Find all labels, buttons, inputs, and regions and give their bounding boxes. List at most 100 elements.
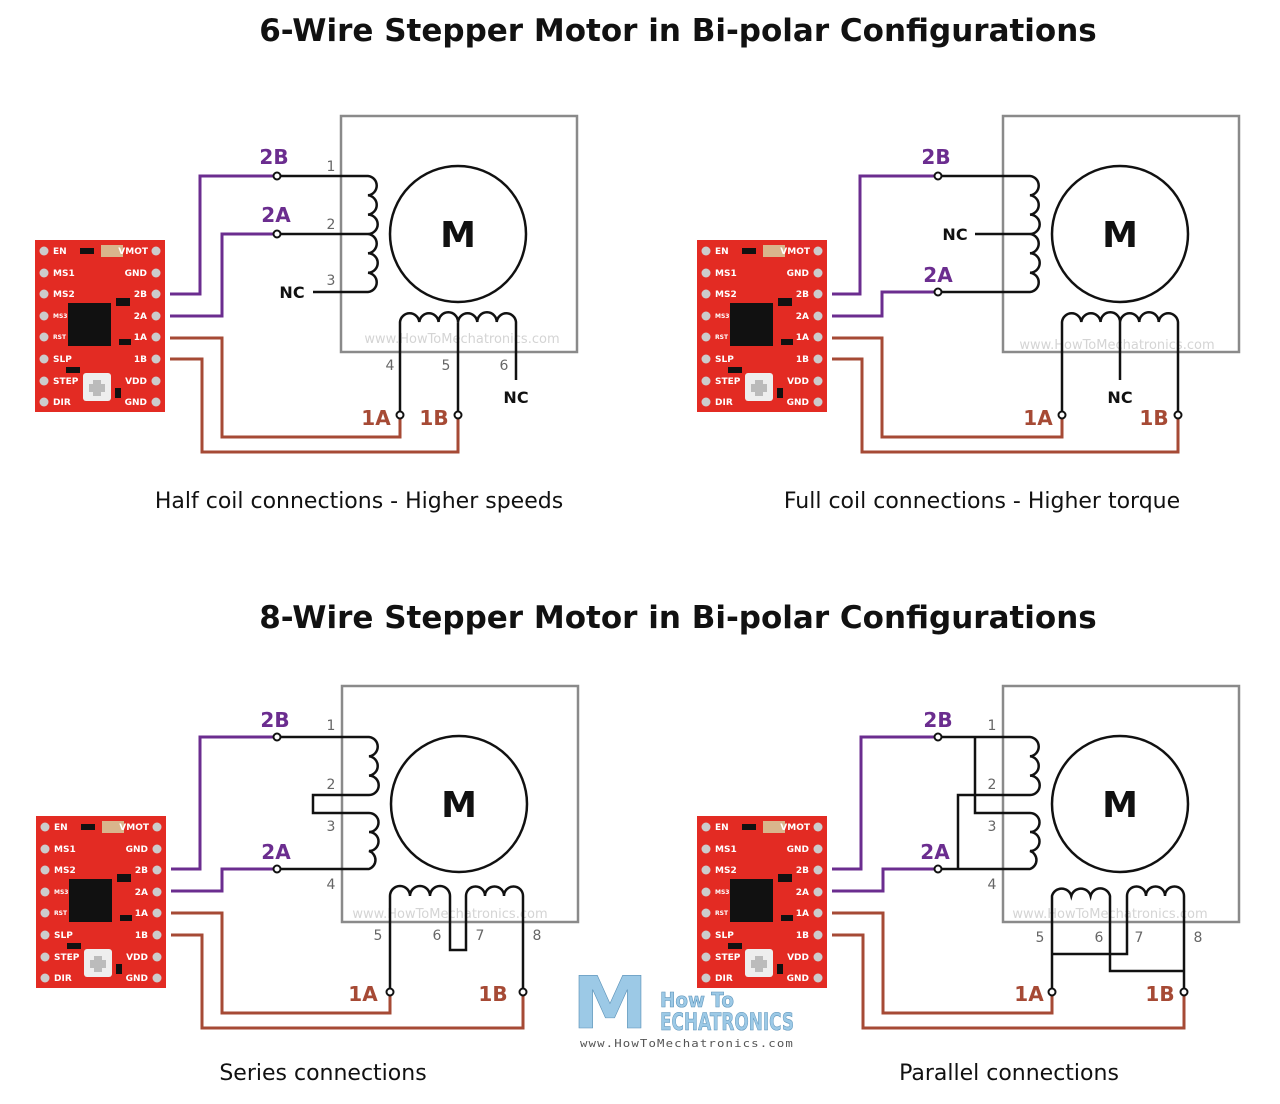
label-1b: 1B	[478, 982, 507, 1006]
resistor	[81, 824, 95, 830]
terminal-2b	[933, 732, 943, 742]
pin-label: 1A	[796, 909, 809, 919]
pin-label: 1A	[796, 333, 809, 343]
pin-label: VDD	[787, 953, 809, 963]
pin-label: EN	[715, 823, 729, 833]
resistor	[66, 367, 80, 373]
logo-line2: ECHATRONICS	[660, 1008, 794, 1036]
label-2a: 2A	[923, 263, 953, 287]
pin-label: 2A	[134, 312, 147, 322]
resistor	[116, 298, 130, 306]
watermark: www.HowToMechatronics.com	[1019, 338, 1214, 353]
label-1b: 1B	[1145, 982, 1174, 1006]
pin-label: 1A	[134, 333, 147, 343]
resistor	[117, 874, 131, 882]
board-left-pins: EN MS1 MS2 MS3 RST SLP STEP DIR	[701, 246, 741, 408]
wire-1b	[170, 357, 460, 454]
pin-5: 5	[374, 928, 383, 944]
label-2a: 2A	[261, 840, 291, 864]
label-2a: 2A	[261, 203, 291, 227]
terminal-2a	[272, 864, 282, 874]
coil-a-parallel	[1050, 885, 1186, 992]
potentiometer-cross-icon	[751, 380, 767, 396]
motor-rotor	[388, 164, 528, 304]
resistor	[742, 824, 756, 830]
wire-2a	[170, 232, 273, 318]
pin-label: 1B	[135, 931, 148, 941]
resistor	[781, 915, 793, 921]
board-right-pins: VMOT GND 2B 2A 1A 1B VDD GND	[119, 822, 162, 984]
motor-label: M	[1102, 785, 1138, 826]
pin-label: MS2	[54, 866, 76, 876]
pin-label: GND	[787, 269, 809, 279]
nc-label: NC	[503, 388, 528, 407]
pin-label: EN	[54, 823, 68, 833]
label-1b: 1B	[1139, 406, 1168, 430]
label-2b: 2B	[923, 708, 952, 732]
caption-half-coil: Half coil connections - Higher speeds	[155, 489, 563, 514]
pin-3: 3	[327, 273, 336, 289]
panel-half-coil: EN MS1 MS2 MS3 RST SLP STEP DIR VMOT GND…	[35, 114, 579, 514]
wire-2b	[832, 735, 934, 871]
pin-label: MS1	[53, 269, 75, 279]
board-left-pins: EN MS1 MS2 MS3 RST SLP STEP DIR	[701, 822, 741, 984]
terminal-2b	[933, 171, 943, 181]
pin-label: 2A	[796, 312, 809, 322]
terminal-1b	[1173, 410, 1183, 420]
label-1a: 1A	[348, 982, 378, 1006]
wire-1b	[171, 933, 525, 1030]
driver-chip	[730, 879, 773, 922]
pin-label: SLP	[715, 931, 734, 941]
resistor	[115, 388, 121, 398]
caption-parallel: Parallel connections	[899, 1061, 1119, 1086]
coil-b-series	[277, 735, 380, 871]
pin-label: MS1	[715, 269, 737, 279]
potentiometer-cross-icon	[89, 380, 105, 396]
pin-label: GND	[787, 845, 809, 855]
pin-label: GND	[125, 398, 147, 408]
resistor	[777, 388, 783, 398]
label-2a: 2A	[920, 840, 950, 864]
pin-label: 1A	[135, 909, 148, 919]
wire-1a	[170, 336, 402, 439]
label-1b: 1B	[419, 406, 448, 430]
pin-label: 2A	[135, 888, 148, 898]
capacitor	[763, 245, 785, 257]
wire-1a	[171, 911, 392, 1015]
pin-label: 2B	[796, 290, 809, 300]
logo-letter: M	[572, 961, 648, 1045]
pin-label: DIR	[53, 398, 71, 408]
resistor	[781, 339, 793, 345]
wire-2b	[832, 174, 934, 296]
coil-a	[1060, 311, 1180, 415]
caption-full-coil: Full coil connections - Higher torque	[784, 489, 1180, 514]
driver-board: EN MS1 MS2 MS3 RST SLP STEP DIR VMOT GND…	[36, 816, 166, 988]
pin-label: 2A	[796, 888, 809, 898]
terminal-1b	[1179, 987, 1189, 997]
pin-label: GND	[787, 974, 809, 984]
label-2b: 2B	[260, 708, 289, 732]
pin-label: DIR	[715, 974, 733, 984]
title-8-wire: 8-Wire Stepper Motor in Bi-polar Configu…	[259, 600, 1097, 636]
pin-5: 5	[442, 358, 451, 374]
pin-8: 8	[1194, 930, 1203, 946]
label-2b: 2B	[921, 145, 950, 169]
pin-label: MS3	[54, 889, 68, 896]
wire-1a	[832, 911, 1054, 1015]
wire-2b	[170, 174, 273, 296]
pin-label: SLP	[53, 355, 72, 365]
motor-frame	[340, 684, 580, 924]
wire-2a	[832, 290, 934, 318]
pin-label: 2B	[135, 866, 148, 876]
pin-label: VMOT	[780, 247, 811, 257]
motor-label: M	[440, 215, 476, 256]
pin-label: GND	[126, 845, 148, 855]
terminal-2a	[272, 229, 282, 239]
pin-label: 1B	[796, 355, 809, 365]
pin-label: STEP	[715, 377, 741, 387]
pin-label: GND	[787, 398, 809, 408]
capacitor	[101, 245, 123, 257]
driver-chip	[68, 303, 111, 346]
pin-label: SLP	[54, 931, 73, 941]
